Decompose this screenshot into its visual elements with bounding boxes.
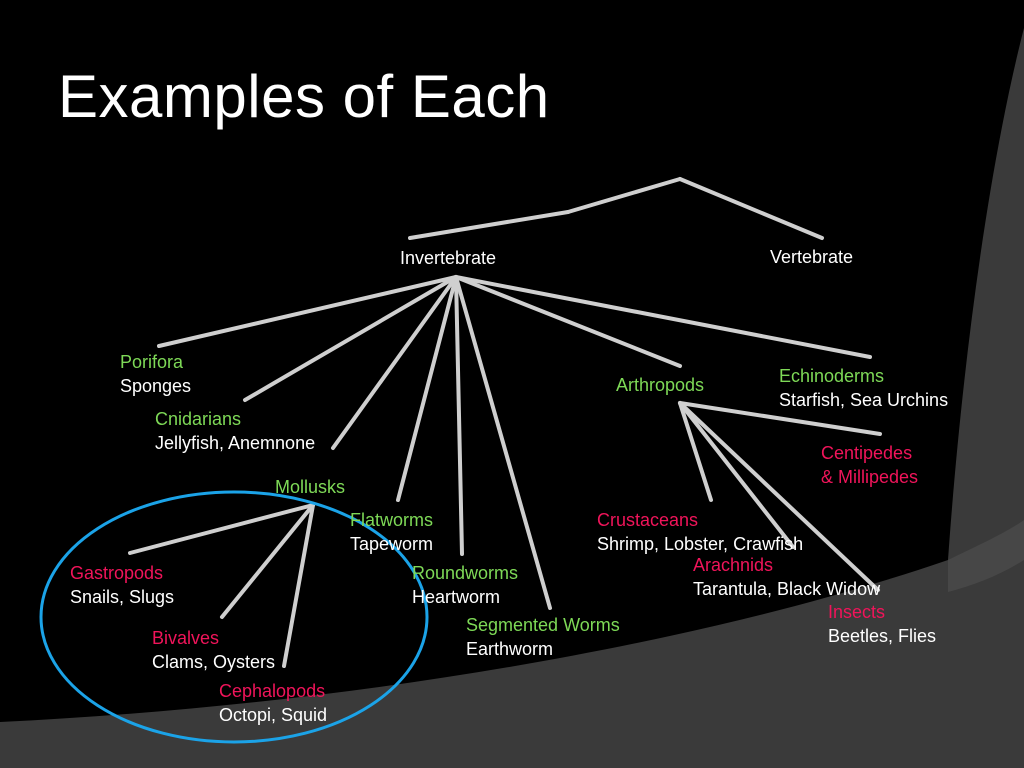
node-crustaceans: Crustaceans Shrimp, Lobster, Crawfish: [597, 508, 803, 556]
node-label: Vertebrate: [770, 247, 854, 267]
node-category: Cnidarians: [155, 409, 242, 429]
connector: [243, 275, 458, 402]
node-example: Sponges: [120, 376, 192, 396]
node-category: Arachnids: [693, 555, 774, 575]
node-mollusks: Mollusks: [275, 475, 345, 499]
node-label: Invertebrate: [400, 248, 497, 268]
node-arachnids: Arachnids Tarantula, Black Widow: [693, 553, 880, 601]
connector: [678, 177, 824, 240]
node-category: Mollusks: [275, 477, 346, 497]
node-category: Echinoderms: [779, 366, 885, 386]
node-flatworms: Flatworms Tapeworm: [350, 508, 433, 556]
node-gastropods: Gastropods Snails, Slugs: [70, 561, 174, 609]
node-category: & Millipedes: [821, 467, 919, 487]
node-category: Cephalopods: [219, 681, 326, 701]
node-category: Bivalves: [152, 628, 220, 648]
slide-title: Examples of Each: [58, 63, 550, 130]
node-category: Porifora: [120, 352, 184, 372]
connector: [396, 275, 458, 502]
node-category: Centipedes: [821, 443, 913, 463]
connector: [282, 503, 315, 668]
connector: [408, 210, 570, 240]
node-echinoderms: Echinoderms Starfish, Sea Urchins: [779, 364, 948, 412]
connector: [331, 275, 458, 450]
node-example: Snails, Slugs: [70, 587, 175, 607]
connector: [454, 275, 872, 359]
node-centipedes: Centipedes & Millipedes: [821, 441, 918, 489]
node-segmented-worms: Segmented Worms Earthworm: [466, 613, 620, 661]
node-example: Clams, Oysters: [152, 652, 276, 672]
connector: [157, 275, 458, 348]
node-insects: Insects Beetles, Flies: [828, 600, 936, 648]
node-invertebrate: Invertebrate: [400, 246, 496, 270]
node-arthropods: Arthropods: [616, 373, 704, 397]
mollusks-highlight-ellipse: [39, 490, 429, 744]
node-example: Heartworm: [412, 587, 501, 607]
connector: [220, 503, 315, 619]
node-example: Tapeworm: [350, 534, 434, 554]
node-example: Earthworm: [466, 639, 554, 659]
connector: [678, 401, 880, 592]
node-example: Starfish, Sea Urchins: [779, 390, 949, 410]
connector: [678, 401, 882, 436]
connector: [678, 401, 713, 502]
node-roundworms: Roundworms Heartworm: [412, 561, 518, 609]
node-category: Crustaceans: [597, 510, 699, 530]
node-cephalopods: Cephalopods Octopi, Squid: [219, 679, 327, 727]
node-example: Shrimp, Lobster, Crawfish: [597, 534, 804, 554]
node-example: Tarantula, Black Widow: [693, 579, 881, 599]
node-category: Arthropods: [616, 375, 705, 395]
node-porifora: Porifora Sponges: [120, 350, 191, 398]
connector: [678, 401, 795, 549]
node-example: Octopi, Squid: [219, 705, 328, 725]
node-category: Gastropods: [70, 563, 164, 583]
connector: [454, 275, 552, 610]
node-cnidarians: Cnidarians Jellyfish, Anemnone: [155, 407, 315, 455]
node-category: Insects: [828, 602, 886, 622]
connector: [454, 275, 464, 556]
node-category: Roundworms: [412, 563, 519, 583]
node-category: Segmented Worms: [466, 615, 620, 635]
node-example: Beetles, Flies: [828, 626, 937, 646]
node-bivalves: Bivalves Clams, Oysters: [152, 626, 275, 674]
connector: [128, 503, 315, 555]
node-vertebrate: Vertebrate: [770, 245, 853, 269]
connector: [566, 177, 682, 214]
node-example: Jellyfish, Anemnone: [155, 433, 316, 453]
connector: [454, 275, 682, 368]
node-category: Flatworms: [350, 510, 434, 530]
